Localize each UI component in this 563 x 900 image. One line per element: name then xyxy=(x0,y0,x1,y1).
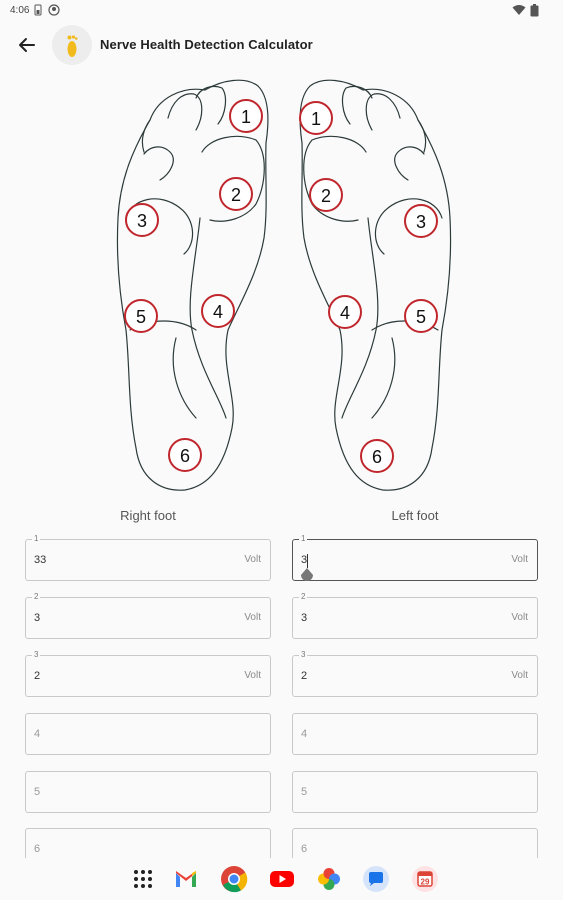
field-unit: Volt xyxy=(511,612,528,623)
right-foot-point-label: 5 xyxy=(136,307,146,327)
text-cursor xyxy=(307,554,308,568)
right-foot-input-1[interactable]: 1 33 Volt xyxy=(25,534,271,581)
status-bar: 4:06 xyxy=(0,0,563,22)
right-foot-point-1: 1 xyxy=(229,99,263,133)
left-foot-point-label: 6 xyxy=(372,447,382,467)
left-foot-point-label: 5 xyxy=(416,307,426,327)
cursor-handle-icon[interactable] xyxy=(300,568,314,584)
left-foot-point-label: 2 xyxy=(321,186,331,206)
right-foot-point-4: 4 xyxy=(201,294,235,328)
left-foot-point-6: 6 xyxy=(360,439,394,473)
right-foot-outline xyxy=(116,79,269,491)
left-foot-point-1: 1 xyxy=(299,101,333,135)
field-placeholder: 5 xyxy=(34,786,41,798)
right-foot-point-6: 6 xyxy=(168,438,202,472)
feet-diagram: 1 2 3 4 5 6 1 2 3 4 5 6 xyxy=(116,79,452,491)
right-foot-point-2: 2 xyxy=(219,177,253,211)
field-placeholder: 6 xyxy=(34,843,41,855)
left-foot-point-2: 2 xyxy=(309,178,343,212)
youtube-icon[interactable] xyxy=(268,865,296,893)
photos-icon[interactable] xyxy=(315,865,343,893)
right-foot-point-label: 1 xyxy=(241,107,251,127)
wifi-icon xyxy=(512,5,526,15)
right-foot-point-label: 2 xyxy=(231,185,241,205)
field-value: 3 xyxy=(34,612,41,624)
field-placeholder: 5 xyxy=(301,786,308,798)
field-label: 2 xyxy=(32,592,41,602)
left-foot-heading: Left foot xyxy=(391,508,439,523)
field-value: 3 xyxy=(301,612,308,624)
taskbar: 29 xyxy=(0,858,563,900)
field-placeholder: 4 xyxy=(34,728,41,740)
left-foot-outline xyxy=(299,79,452,491)
field-value: 2 xyxy=(301,670,308,682)
right-foot-input-3[interactable]: 3 2 Volt xyxy=(25,650,271,697)
app-drawer-icon[interactable] xyxy=(129,865,157,893)
field-value: 2 xyxy=(34,670,41,682)
right-foot-input-5[interactable]: 5 xyxy=(25,771,271,813)
field-unit: Volt xyxy=(511,554,528,565)
field-value: 33 xyxy=(34,554,47,566)
notification-app-icon xyxy=(48,4,60,16)
gmail-icon[interactable] xyxy=(172,865,200,893)
right-foot-heading: Right foot xyxy=(120,508,176,523)
right-foot-point-label: 6 xyxy=(180,446,190,466)
left-foot-input-4[interactable]: 4 xyxy=(292,713,538,755)
left-foot-point-label: 1 xyxy=(311,109,321,129)
right-foot-input-4[interactable]: 4 xyxy=(25,713,271,755)
left-foot-input-5[interactable]: 5 xyxy=(292,771,538,813)
left-foot-point-label: 4 xyxy=(340,303,350,323)
field-label: 3 xyxy=(32,650,41,660)
left-foot-input-2[interactable]: 2 3 Volt xyxy=(292,592,538,639)
field-value: 3 xyxy=(301,554,308,566)
footprint-icon xyxy=(67,35,78,57)
battery-saver-icon xyxy=(34,4,42,16)
calendar-day: 29 xyxy=(421,878,430,887)
field-label: 3 xyxy=(299,650,308,660)
field-unit: Volt xyxy=(244,670,261,681)
messages-icon[interactable] xyxy=(362,865,390,893)
chrome-icon[interactable] xyxy=(220,865,248,893)
field-placeholder: 4 xyxy=(301,728,308,740)
right-foot-point-label: 4 xyxy=(213,302,223,322)
status-time: 4:06 xyxy=(10,5,30,16)
field-unit: Volt xyxy=(511,670,528,681)
back-arrow-icon[interactable] xyxy=(14,32,40,58)
right-foot-point-5: 5 xyxy=(124,299,158,333)
left-foot-input-1[interactable]: 1 3 Volt xyxy=(292,534,538,584)
app-bar: Nerve Health Detection Calculator xyxy=(0,22,563,68)
right-foot-point-3: 3 xyxy=(125,203,159,237)
left-foot-point-5: 5 xyxy=(404,299,438,333)
left-foot-point-label: 3 xyxy=(416,212,426,232)
field-label: 2 xyxy=(299,592,308,602)
left-foot-point-3: 3 xyxy=(404,204,438,238)
left-foot-input-3[interactable]: 3 2 Volt xyxy=(292,650,538,697)
battery-icon xyxy=(530,4,539,17)
app-logo xyxy=(52,25,92,65)
field-unit: Volt xyxy=(244,612,261,623)
field-unit: Volt xyxy=(244,554,261,565)
left-foot-point-4: 4 xyxy=(328,295,362,329)
page-title: Nerve Health Detection Calculator xyxy=(100,37,313,52)
calendar-icon[interactable]: 29 xyxy=(411,865,439,893)
field-label: 1 xyxy=(32,534,41,544)
right-foot-input-2[interactable]: 2 3 Volt xyxy=(25,592,271,639)
field-placeholder: 6 xyxy=(301,843,308,855)
right-foot-point-label: 3 xyxy=(137,211,147,231)
field-label: 1 xyxy=(299,534,308,544)
